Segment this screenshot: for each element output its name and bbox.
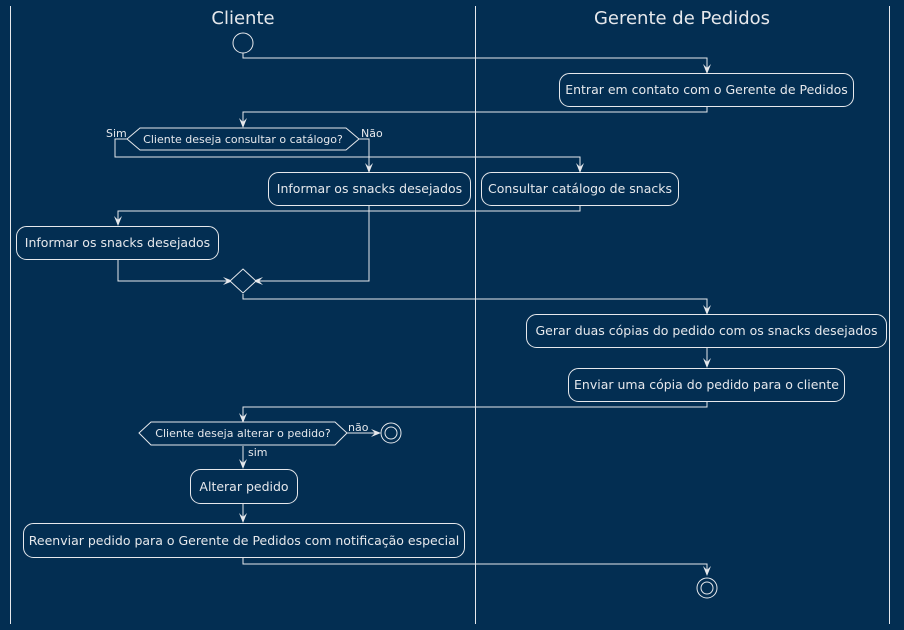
edge-start-to-contact [242, 53, 708, 70]
edge-decision-yes [114, 138, 581, 169]
action-contact-manager-label: Entrar em contato com o Gerente de Pedid… [565, 82, 848, 97]
edge-inform-no-to-merge [257, 206, 370, 282]
merge-node [229, 268, 257, 294]
action-generate-copies-label: Gerar duas cópias do pedido com os snack… [535, 323, 877, 338]
action-inform-snacks-yes-label: Informar os snacks desejados [25, 235, 210, 250]
action-send-copy-label: Enviar uma cópia do pedido para o client… [574, 377, 839, 392]
lane-title-gerente: Gerente de Pedidos [594, 8, 770, 29]
decision-alter-label: Cliente deseja alterar o pedido? [155, 427, 331, 440]
stop-node-final [696, 577, 718, 599]
action-alter-order [190, 469, 298, 504]
decision-alter-yes-label: sim [248, 446, 268, 459]
decision-catalog-yes-label: Sim [106, 127, 127, 140]
edge-send-to-decision2 [242, 402, 708, 419]
action-inform-snacks-yes [16, 226, 219, 260]
action-contact-manager [559, 73, 854, 107]
decision-alter [138, 421, 348, 446]
decision-catalog-no-label: Não [361, 127, 383, 140]
stop-node-final-inner [700, 581, 714, 595]
start-node [232, 32, 254, 54]
edges [114, 53, 708, 572]
action-inform-snacks-no-label: Informar os snacks desejados [277, 181, 462, 196]
edge-resend-to-end [242, 558, 708, 572]
edge-catalog-to-inform [117, 206, 581, 222]
action-consult-catalog [481, 172, 679, 206]
decision-alter-no-label: não [348, 421, 369, 434]
action-alter-order-label: Alterar pedido [199, 479, 288, 494]
action-send-copy [568, 368, 845, 402]
action-generate-copies [526, 314, 887, 348]
edge-merge-to-generate [242, 294, 708, 311]
decision-catalog [126, 127, 360, 151]
edge-inform-to-merge [117, 259, 229, 282]
lane-title-cliente: Cliente [211, 8, 274, 29]
stop-node-alter-no [380, 422, 402, 444]
action-resend-order-label: Reenviar pedido para o Gerente de Pedido… [29, 533, 459, 548]
arrowheads [114, 64, 711, 576]
edge-contact-to-decision [242, 106, 708, 124]
decision-catalog-label: Cliente deseja consultar o catálogo? [143, 133, 343, 146]
edge-decision-no [359, 138, 370, 169]
action-inform-snacks-no [268, 172, 471, 206]
stop-node-alter-no-inner [384, 426, 398, 440]
action-resend-order [23, 523, 465, 558]
action-consult-catalog-label: Consultar catálogo de snacks [488, 181, 672, 196]
